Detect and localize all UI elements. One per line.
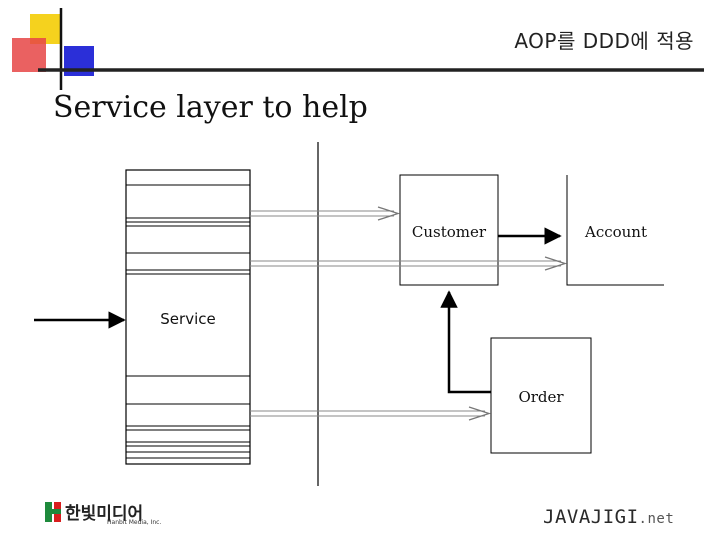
javajigi-logo: JAVAJIGI.net — [543, 506, 674, 528]
order-label: Order — [518, 388, 564, 406]
customer-label: Customer — [412, 223, 487, 241]
service-label: Service — [160, 310, 215, 328]
header-decoration — [12, 8, 704, 90]
service-to-account-arrow — [250, 256, 568, 271]
customer-box — [399, 174, 499, 286]
javajigi-part2: JIGI — [590, 506, 639, 528]
account-label: Account — [584, 223, 647, 241]
service-to-order-arrow — [250, 406, 492, 421]
hanbit-media-logo: 한빛미디어 Hanbit Media, Inc. — [45, 502, 161, 526]
slide-title: Service layer to help — [53, 90, 368, 125]
service-stack — [125, 169, 251, 465]
javajigi-part3: .net — [638, 511, 675, 527]
order-to-customer-arrow — [440, 290, 491, 394]
hanbit-media-sub: Hanbit Media, Inc. — [107, 519, 161, 526]
service-stack-lines — [126, 184, 250, 459]
hanbit-media-name: 한빛미디어 — [65, 504, 143, 524]
javajigi-part1: JAVA — [543, 506, 591, 528]
order-box — [490, 337, 592, 454]
header-title: AOP를 DDD에 적용 — [514, 29, 694, 53]
red-square — [12, 38, 46, 72]
account-box — [566, 175, 664, 286]
service-to-customer-arrow — [250, 206, 401, 221]
service-stack-outline — [125, 169, 251, 465]
